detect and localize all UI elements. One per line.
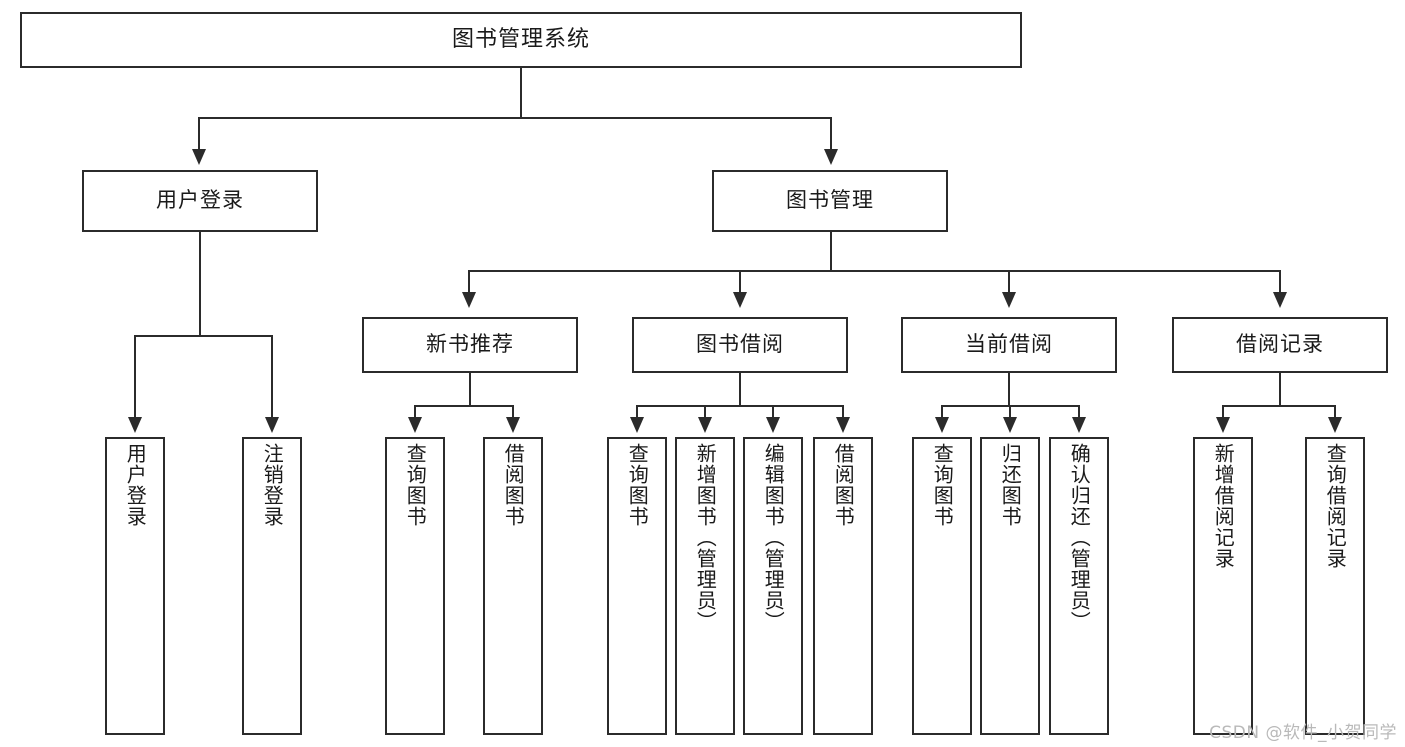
- leaf-label: 编辑图书（管理员）: [761, 443, 786, 632]
- arrowhead-user-login-to-leaf-2: [265, 417, 279, 433]
- connector-user-login-bar: [134, 335, 273, 337]
- node-user-login[interactable]: 用户登录: [82, 170, 318, 232]
- connector-recommend-to-leaf-2: [512, 405, 514, 419]
- node-label: 当前借阅: [965, 332, 1053, 357]
- connector-record-to-leaf-1: [1222, 405, 1224, 419]
- leaf-current-confirm-return-admin[interactable]: 确认归还（管理员）: [1049, 437, 1109, 735]
- connector-record-bar: [1222, 405, 1336, 407]
- leaf-label: 用户登录: [123, 443, 148, 527]
- leaf-label: 新增图书（管理员）: [693, 443, 718, 632]
- node-label: 新书推荐: [426, 332, 514, 357]
- connector-current-to-leaf-2: [1009, 405, 1011, 419]
- connector-borrow-to-leaf-2: [704, 405, 706, 419]
- connector-book-manage-bar: [468, 270, 1280, 272]
- arrowhead-book-manage-to-record: [1273, 292, 1287, 308]
- connector-borrow-bar: [636, 405, 844, 407]
- leaf-label: 查询图书: [403, 443, 428, 527]
- leaf-label: 查询图书: [625, 443, 650, 527]
- connector-current-to-leaf-1: [941, 405, 943, 419]
- connector-user-login-to-leaf-1: [134, 335, 136, 419]
- leaf-label: 查询图书: [930, 443, 955, 527]
- arrowhead-current-to-leaf-3: [1072, 417, 1086, 433]
- connector-user-login-to-leaf-2: [271, 335, 273, 419]
- node-current-borrow[interactable]: 当前借阅: [901, 317, 1117, 373]
- leaf-borrow-add-book-admin[interactable]: 新增图书（管理员）: [675, 437, 735, 735]
- arrowhead-current-to-leaf-2: [1003, 417, 1017, 433]
- watermark-text: CSDN @软件_小贺同学: [1209, 723, 1397, 743]
- leaf-label: 借阅图书: [501, 443, 526, 527]
- leaf-label: 归还图书: [998, 443, 1023, 527]
- arrowhead-book-manage-to-current: [1002, 292, 1016, 308]
- arrowhead-book-manage-to-recommend: [462, 292, 476, 308]
- arrowhead-borrow-to-leaf-4: [836, 417, 850, 433]
- arrowhead-recommend-to-leaf-2: [506, 417, 520, 433]
- leaf-label: 查询借阅记录: [1323, 443, 1348, 569]
- leaf-current-return-book[interactable]: 归还图书: [980, 437, 1040, 735]
- leaf-borrow-borrow-book[interactable]: 借阅图书: [813, 437, 873, 735]
- arrowhead-record-to-leaf-2: [1328, 417, 1342, 433]
- connector-borrow-to-leaf-3: [772, 405, 774, 419]
- node-label: 图书管理: [786, 188, 874, 213]
- connector-record-to-leaf-2: [1334, 405, 1336, 419]
- connector-recommend-bar: [414, 405, 514, 407]
- connector-root-bar: [198, 117, 832, 119]
- arrowhead-current-to-leaf-1: [935, 417, 949, 433]
- leaf-record-query-borrow-record[interactable]: 查询借阅记录: [1305, 437, 1365, 735]
- leaf-label: 确认归还（管理员）: [1067, 443, 1092, 632]
- arrowhead-root-to-book-manage: [824, 149, 838, 165]
- connector-root-stem: [520, 68, 522, 117]
- connector-borrow-to-leaf-1: [636, 405, 638, 419]
- arrowhead-borrow-to-leaf-3: [766, 417, 780, 433]
- connector-book-manage-to-borrow: [739, 270, 741, 294]
- leaf-label: 新增借阅记录: [1211, 443, 1236, 569]
- leaf-label: 借阅图书: [831, 443, 856, 527]
- leaf-record-add-borrow-record[interactable]: 新增借阅记录: [1193, 437, 1253, 735]
- arrowhead-book-manage-to-borrow: [733, 292, 747, 308]
- connector-record-stem: [1279, 373, 1281, 405]
- arrowhead-root-to-user-login: [192, 149, 206, 165]
- leaf-recommend-borrow-book[interactable]: 借阅图书: [483, 437, 543, 735]
- connector-root-to-user-login: [198, 117, 200, 151]
- connector-recommend-to-leaf-1: [414, 405, 416, 419]
- arrowhead-user-login-to-leaf-1: [128, 417, 142, 433]
- connector-recommend-stem: [469, 373, 471, 405]
- node-root-book-management-system[interactable]: 图书管理系统: [20, 12, 1022, 68]
- connector-book-manage-to-record: [1279, 270, 1281, 294]
- connector-root-to-book-manage: [830, 117, 832, 151]
- arrowhead-borrow-to-leaf-1: [630, 417, 644, 433]
- connector-borrow-stem: [739, 373, 741, 405]
- connector-current-to-leaf-3: [1078, 405, 1080, 419]
- leaf-borrow-query-book[interactable]: 查询图书: [607, 437, 667, 735]
- leaf-recommend-query-book[interactable]: 查询图书: [385, 437, 445, 735]
- connector-book-manage-to-current: [1008, 270, 1010, 294]
- connector-book-manage-stem: [830, 232, 832, 270]
- node-label: 图书管理系统: [451, 26, 590, 52]
- connector-user-login-stem: [199, 232, 201, 335]
- leaf-current-query-book[interactable]: 查询图书: [912, 437, 972, 735]
- leaf-logout-login[interactable]: 注销登录: [242, 437, 302, 735]
- leaf-borrow-edit-book-admin[interactable]: 编辑图书（管理员）: [743, 437, 803, 735]
- leaf-label: 注销登录: [260, 443, 285, 527]
- node-book-management[interactable]: 图书管理: [712, 170, 948, 232]
- arrowhead-recommend-to-leaf-1: [408, 417, 422, 433]
- connector-current-stem: [1008, 373, 1010, 405]
- node-new-book-recommend[interactable]: 新书推荐: [362, 317, 578, 373]
- node-label: 图书借阅: [696, 332, 784, 357]
- node-book-borrow[interactable]: 图书借阅: [632, 317, 848, 373]
- node-borrow-record[interactable]: 借阅记录: [1172, 317, 1388, 373]
- arrowhead-record-to-leaf-1: [1216, 417, 1230, 433]
- connector-borrow-to-leaf-4: [842, 405, 844, 419]
- leaf-user-login[interactable]: 用户登录: [105, 437, 165, 735]
- connector-book-manage-to-recommend: [468, 270, 470, 294]
- node-label: 用户登录: [156, 188, 244, 213]
- arrowhead-borrow-to-leaf-2: [698, 417, 712, 433]
- node-label: 借阅记录: [1236, 332, 1324, 357]
